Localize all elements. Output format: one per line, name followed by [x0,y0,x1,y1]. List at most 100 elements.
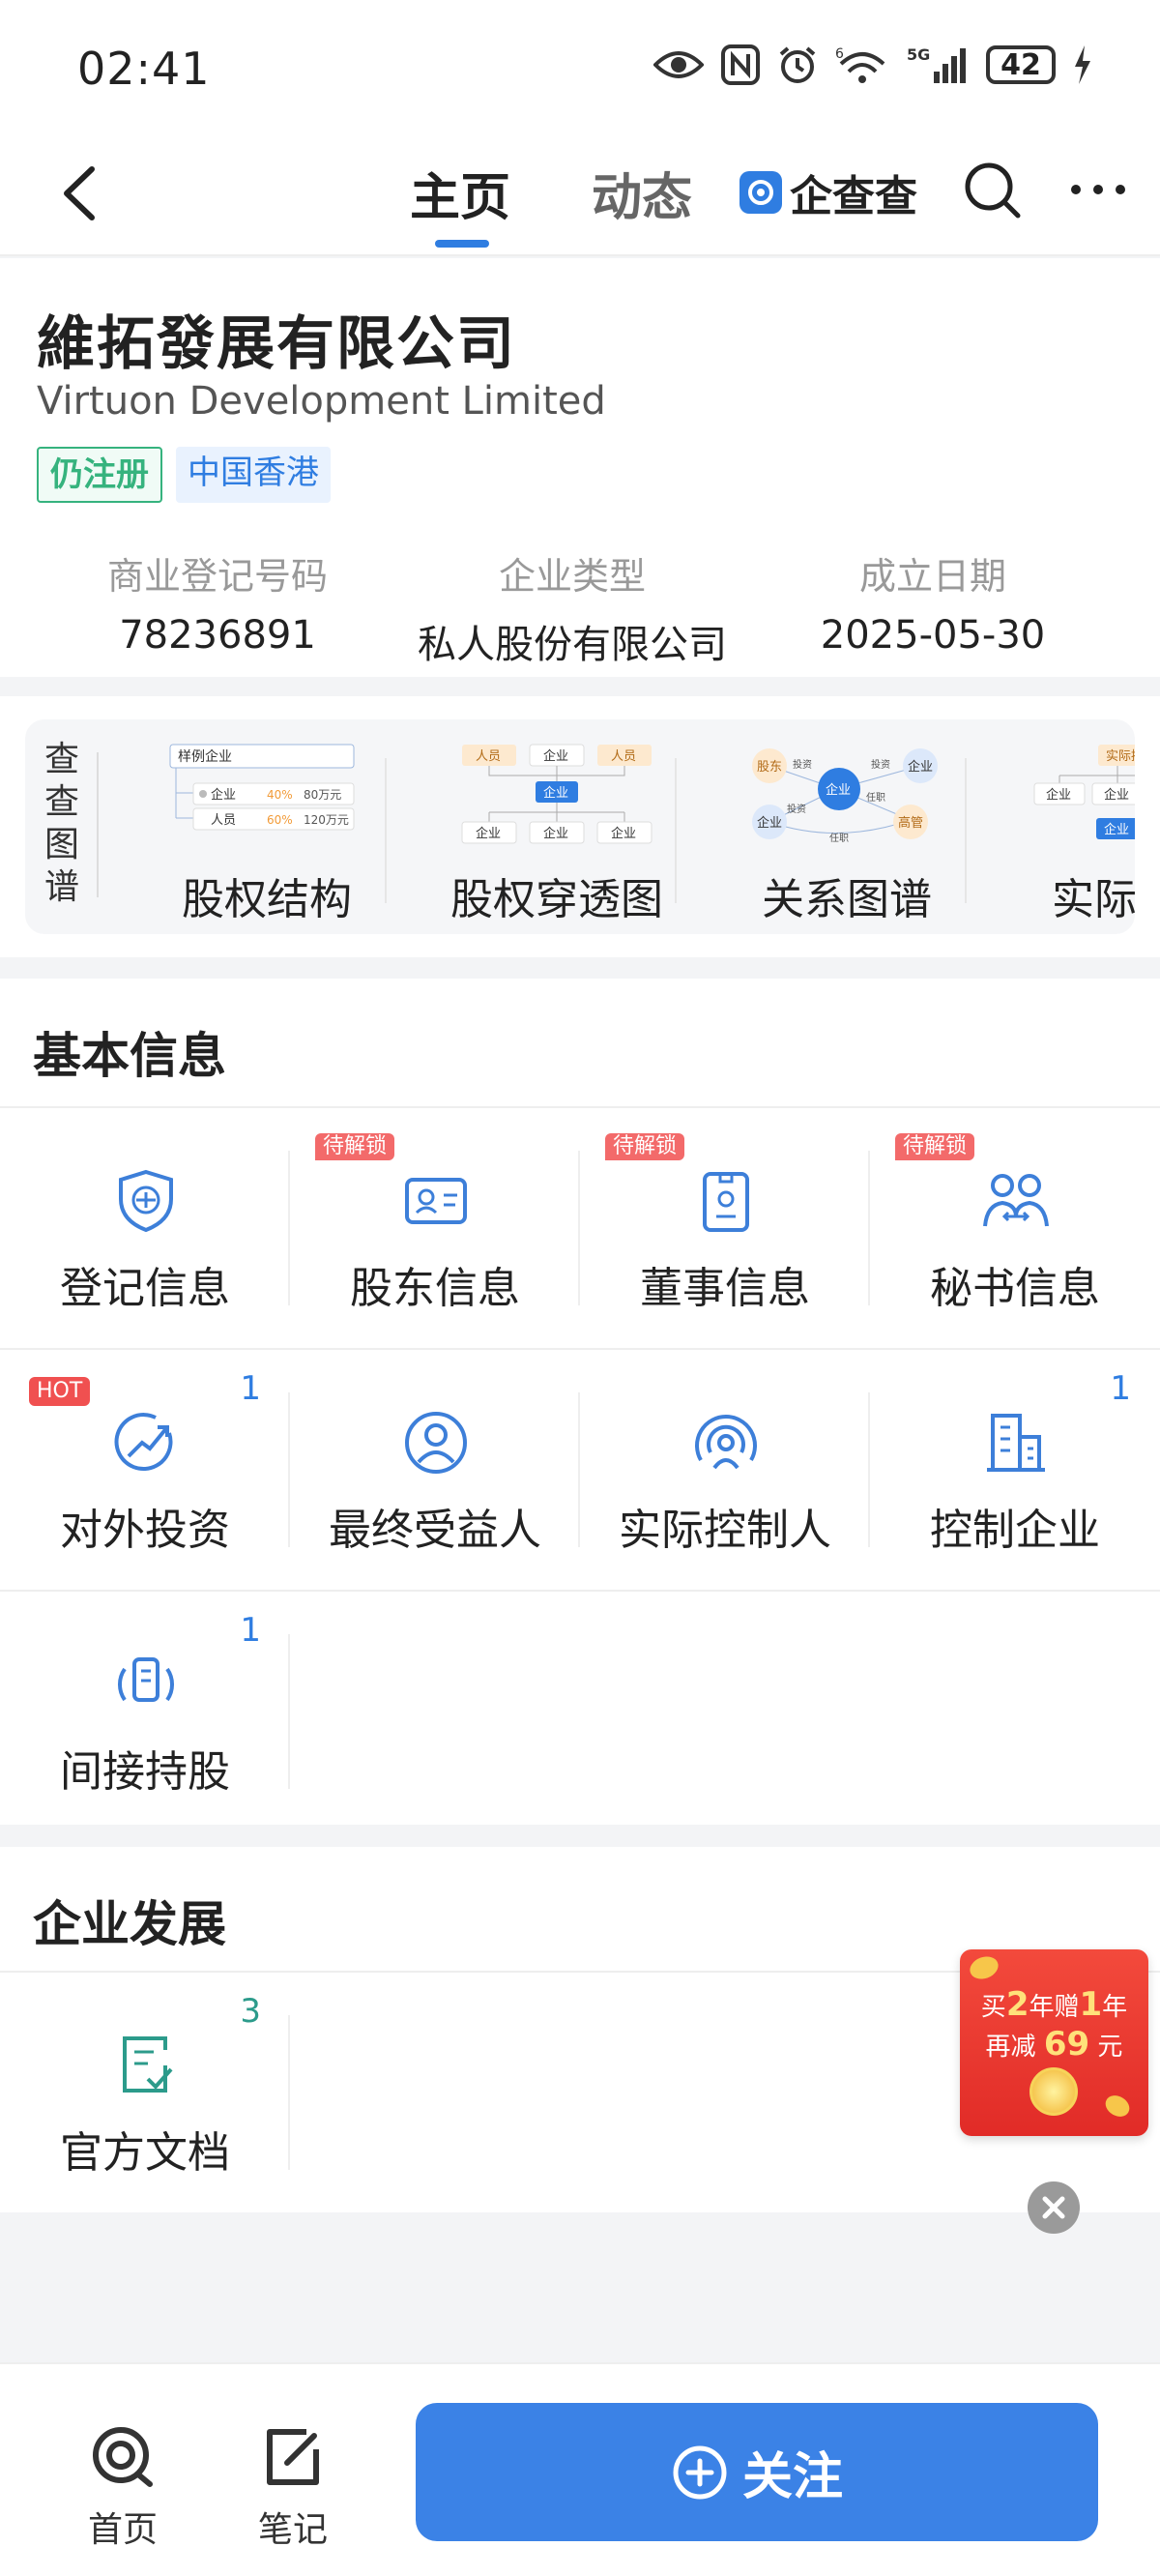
id-card-icon [405,1178,467,1224]
bottom-nav-label: 首页 [87,2510,158,2550]
thumb-text: 企业 [611,826,636,841]
meta-registration: 商业登记号码 78236891 [39,546,396,658]
thumb-text: 样例企业 [178,748,232,765]
grid-item-official-documents[interactable]: 3 官方文档 [0,1973,290,2212]
bottom-nav-home[interactable]: 首页 [70,2422,176,2552]
grid-item-beneficial-owner[interactable]: 最终受益人 [290,1350,580,1590]
grid-item-label: 官方文档 [60,2128,230,2178]
grid-item-secretary[interactable]: 待解锁 秘书信息 [870,1108,1160,1348]
locked-badge: 待解锁 [605,1133,685,1160]
search-icon[interactable] [962,160,1024,221]
close-icon [1042,2196,1065,2219]
divider [288,1392,290,1547]
eye-icon [653,51,704,78]
thumb-text: 投资 [871,758,890,771]
grid-item-label: 秘书信息 [930,1264,1100,1313]
meta-value: 78236891 [119,613,316,658]
thumb-text: 企业 [826,782,851,798]
promo-highlight: 69 [1043,2025,1090,2064]
shield-icon [119,1169,173,1233]
thumb-text: 股东 [757,760,782,775]
thumb-text: 企业 [543,826,568,841]
more-icon[interactable] [1068,182,1128,197]
graph-equity-penetration[interactable]: 人员 企业 人员 企业 企业 企业 企业 股权穿透图 [412,719,702,934]
promo-close-button[interactable] [1028,2181,1080,2234]
thumb-text: 人员 [611,749,636,764]
network-label: 5G [907,45,930,64]
graph-equity-structure[interactable]: 样例企业 企业 40% 80万元 人员 60% 120万元 股权结构 [122,719,412,934]
thumb-text: 40% [267,788,293,802]
top-nav: 主页 动态 企查查 [0,135,1160,256]
thumb-text: 任职 [829,832,849,844]
grid-item-label: 间接持股 [60,1747,230,1797]
thumb-text: 企业 [543,785,568,801]
promo-highlight: 1 [1079,1985,1103,2024]
locked-badge: 待解锁 [895,1133,975,1160]
region-badge[interactable]: 中国香港 [176,447,331,503]
divider [0,1590,1160,1592]
hot-badge: HOT [29,1377,91,1406]
grid-item-directors[interactable]: 待解锁 董事信息 [580,1108,870,1348]
meta-founded-date: 成立日期 2025-05-30 [754,546,1112,658]
graphs-section: 查查图谱 样例企业 企业 40% 80万元 人员 60% 120万元 股权结构 [0,696,1160,957]
trend-up-icon [114,1413,173,1472]
bottom-nav-notes[interactable]: 笔记 [240,2422,346,2552]
building-icon [987,1414,1045,1472]
divider [868,1151,870,1305]
edit-note-icon [267,2429,319,2485]
divider [0,1971,1160,1973]
tab-home[interactable]: 主页 [410,169,511,227]
divider [868,1392,870,1547]
grid-item-actual-controller[interactable]: 实际控制人 [580,1350,870,1590]
grid-item-shareholders[interactable]: 待解锁 股东信息 [290,1108,580,1348]
divider [288,1634,290,1789]
graph-actual-controller[interactable]: 实际控制人 企业 企业 企业 实际控制 [992,719,1135,934]
grid-item-label: 最终受益人 [329,1506,541,1555]
locked-badge: 待解锁 [315,1133,395,1160]
divider [965,758,967,903]
section-title: 基本信息 [33,1028,226,1084]
meta-company-type: 企业类型 私人股份有限公司 [393,546,751,669]
grid-item-registration[interactable]: 登记信息 [0,1108,290,1348]
back-arrow-icon[interactable] [53,160,111,227]
document-check-icon [123,2036,173,2093]
grid-item-label: 董事信息 [640,1264,810,1313]
promo-text-part: 买 [980,1993,1006,2022]
coin-decoration [1101,2091,1134,2122]
promo-text: 买2年赠1年 再减 69 元 [960,1986,1148,2065]
graphs-carousel[interactable]: 查查图谱 样例企业 企业 40% 80万元 人员 60% 120万元 股权结构 [25,719,1135,934]
divider [675,758,677,903]
divider [288,2015,290,2170]
tab-news[interactable]: 动态 [592,169,693,227]
thumb-text: 80万元 [304,788,341,802]
badge-icon [703,1172,749,1232]
thumb-text: 60% [267,813,293,827]
divider [0,1106,1160,1108]
equity-structure-thumbnail: 样例企业 企业 40% 80万元 人员 60% 120万元 [169,744,355,831]
thumb-text: 120万元 [304,813,349,827]
company-name-en: Virtuon Development Limited [37,379,606,424]
divider [578,1151,580,1305]
follow-button[interactable]: 关注 [416,2403,1098,2541]
grid-item-indirect-holdings[interactable]: 1 间接持股 [0,1592,290,1831]
grid-item-label: 对外投资 [60,1506,230,1555]
brand-logo-icon [740,171,782,214]
battery-indicator: 42 [986,45,1056,84]
graph-relationship[interactable]: 股东 企业 企业 企业 高管 投资 投资 投资 任职 任职 关系图谱 [702,719,992,934]
equity-penetration-thumbnail: 人员 企业 人员 企业 企业 企业 企业 [461,744,652,844]
thumb-text: 企业 [1104,822,1129,837]
grid-item-controlled-companies[interactable]: 1 控制企业 [870,1350,1160,1590]
thumb-text: 实际控制人 [1106,749,1135,764]
grid-item-label: 控制企业 [930,1506,1100,1555]
indirect-holding-icon [117,1657,175,1702]
brand-logo[interactable]: 企查查 [740,161,917,223]
thumb-text: 人员 [476,749,501,764]
meta-value: 2025-05-30 [820,613,1046,658]
nfc-icon [721,44,760,85]
users-icon [983,1174,1049,1227]
thumb-text: 任职 [866,791,885,804]
wifi-icon: 6 [835,46,885,83]
promo-text-part: 再减 [985,2033,1036,2062]
grid-item-investments[interactable]: HOT 1 对外投资 [0,1350,290,1590]
promo-banner[interactable]: 买2年赠1年 再减 69 元 [960,1949,1148,2136]
